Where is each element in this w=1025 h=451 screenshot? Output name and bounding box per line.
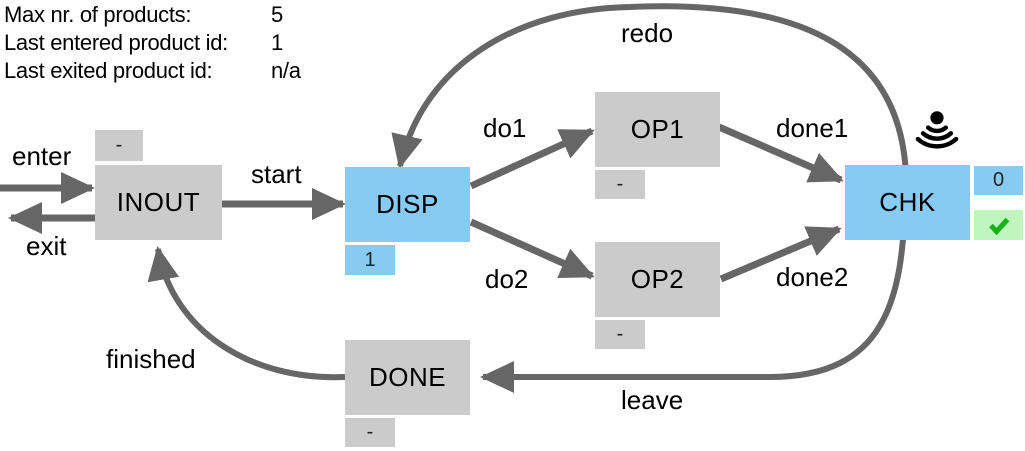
edge-done1-arrow: [717, 123, 844, 184]
node-op1-label: OP1: [630, 114, 685, 144]
status-row-last-exited: Last exited product id: n/a: [4, 57, 301, 85]
edge-label-do1: do1: [483, 113, 527, 143]
chk-counter-value: 0: [992, 169, 1005, 191]
status-label: Last exited product id:: [4, 58, 213, 83]
chk-counter-box: 0: [974, 166, 1023, 195]
edge-finished-arrow: [147, 246, 346, 381]
status-panel: Max nr. of products: 5 Last entered prod…: [4, 1, 301, 85]
edge-label-done2: done2: [776, 262, 849, 292]
chk-status-box: [974, 210, 1023, 240]
edge-done2-arrow: [719, 225, 842, 283]
done-token-value: -: [366, 421, 374, 443]
node-op2-label: OP2: [630, 264, 685, 294]
edge-label-exit: exit: [26, 231, 67, 261]
node-op2[interactable]: OP2: [595, 242, 720, 317]
edge-label-leave: leave: [621, 385, 684, 415]
status-label: Max nr. of products:: [4, 2, 192, 27]
status-value: 5: [271, 2, 283, 27]
node-chk-label: CHK: [879, 187, 936, 217]
node-done-label: DONE: [368, 362, 447, 392]
edge-redo-arrow: [391, 3, 910, 213]
node-chk[interactable]: CHK: [845, 165, 970, 240]
op2-token-value: -: [616, 323, 624, 345]
edge-label-do2: do2: [485, 264, 529, 294]
green-checkmark-icon: [988, 217, 1009, 236]
edge-label-finished: finished: [106, 344, 196, 374]
inout-token-box: -: [95, 130, 143, 161]
op2-token-box: -: [595, 320, 645, 349]
op1-token-value: -: [616, 173, 624, 195]
node-op1[interactable]: OP1: [595, 92, 720, 167]
node-disp[interactable]: DISP: [345, 167, 470, 242]
node-disp-label: DISP: [376, 189, 439, 219]
node-inout-label: INOUT: [116, 187, 201, 217]
status-label: Last entered product id:: [4, 30, 228, 55]
op1-token-box: -: [595, 170, 645, 199]
status-row-max-products: Max nr. of products: 5: [4, 1, 301, 29]
edge-label-start: start: [251, 159, 302, 189]
signal-waves-icon: [915, 111, 959, 149]
edge-label-enter: enter: [12, 141, 72, 171]
edge-do1-arrow: [469, 127, 595, 190]
inout-token-value: -: [115, 134, 123, 156]
status-value: n/a: [271, 58, 301, 83]
node-inout[interactable]: INOUT: [95, 165, 222, 240]
disp-token-box: 1: [345, 245, 395, 275]
edge-label-done1: done1: [776, 113, 849, 143]
done-token-box: -: [345, 418, 395, 447]
edge-label-redo: redo: [621, 18, 674, 48]
edge-do2-arrow: [469, 218, 595, 280]
disp-token-value: 1: [364, 248, 376, 271]
status-value: 1: [271, 30, 283, 55]
node-done[interactable]: DONE: [345, 340, 470, 415]
status-row-last-entered: Last entered product id: 1: [4, 29, 301, 57]
